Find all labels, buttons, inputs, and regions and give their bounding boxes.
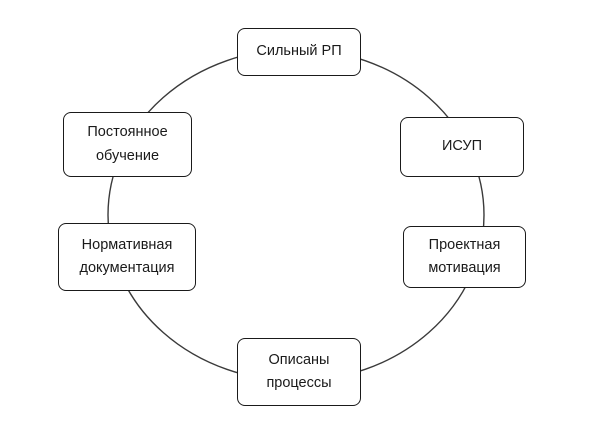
node-processes-described: Описаны процессы bbox=[237, 338, 361, 406]
node-normative-documentation: Нормативная документация bbox=[58, 223, 196, 291]
node-continuous-learning: Постоянное обучение bbox=[63, 112, 192, 177]
node-project-motivation: Проектная мотивация bbox=[403, 226, 526, 288]
node-strong-project-manager: Сильный РП bbox=[237, 28, 361, 76]
node-isup: ИСУП bbox=[400, 117, 524, 177]
